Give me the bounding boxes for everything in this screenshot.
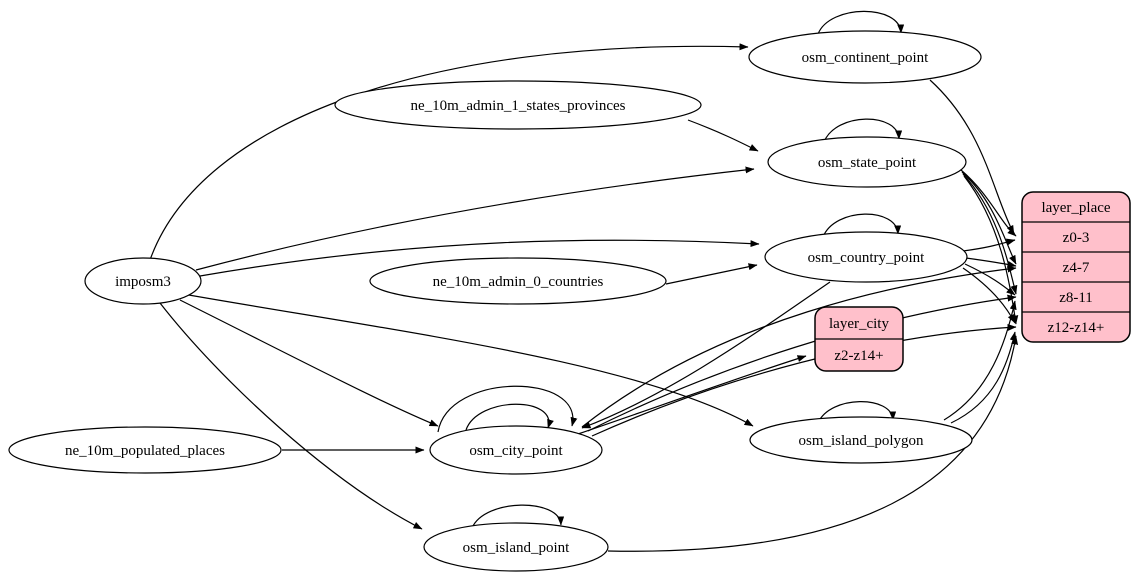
- osm_island_point-label: osm_island_point: [463, 540, 571, 556]
- edge-imposm3-osm_island_polygon: [182, 293, 754, 427]
- selfloop-osm_state_point: [823, 118, 903, 143]
- layer_place-shape: [1021, 191, 1131, 343]
- edge-osm_state_point-z0-3: [960, 169, 1017, 237]
- edge-osm_country_point-z8-11: [964, 263, 1016, 296]
- node-osm_continent_point: osm_continent_point: [748, 30, 982, 84]
- osm_island_polygon-shape: [749, 416, 973, 464]
- osm_continent_point-label: osm_continent_point: [802, 50, 929, 66]
- layer_place-row-z4-7: z4-7: [1063, 260, 1090, 276]
- selfloop-osm_city_point-inner: [465, 403, 554, 431]
- edge-imposm3-osm_continent_point: [149, 43, 749, 261]
- edge-osm_country_point-z0-3: [962, 238, 1016, 252]
- edge-osm_city_point-z4-7: [581, 265, 1017, 428]
- edge-imposm3-osm_state_point: [195, 166, 755, 271]
- osm_country_point-label: osm_country_point: [808, 250, 925, 266]
- edge-osm_country_point-z4-7: [965, 257, 1017, 268]
- node-ne_10m_admin_0_countries: ne_10m_admin_0_countries: [369, 257, 667, 305]
- edges: [149, 10, 1019, 552]
- node-osm_state_point: osm_state_point: [767, 136, 967, 188]
- edge-osm_island_point-z12-z14: [607, 335, 1019, 552]
- node-layer_city: layer_city z2-z14+: [814, 306, 904, 372]
- osm_state_point-label: osm_state_point: [818, 155, 917, 171]
- selfloop-osm_island_point: [471, 504, 565, 529]
- edge-osm_city_point-layer_city-z2: [577, 355, 807, 435]
- selfloop-osm_city_point-outer: [437, 385, 578, 433]
- edge-ne_10m_admin_0_countries-osm_country_point: [665, 263, 758, 285]
- edge-imposm3-osm_city_point: [179, 299, 439, 427]
- osm_continent_point-shape: [748, 30, 982, 84]
- node-osm_island_polygon: osm_island_polygon: [749, 416, 973, 464]
- ne_10m_admin_0_countries-shape: [369, 257, 667, 305]
- ne_10m_populated_places-shape: [8, 426, 282, 474]
- ne_10m_populated_places-label: ne_10m_populated_places: [65, 443, 225, 459]
- edge-imposm3-osm_island_point: [159, 302, 423, 530]
- osm_state_point-shape: [767, 136, 967, 188]
- edge-osm_state_point-z4-7: [961, 171, 1017, 265]
- node-osm_city_point: osm_city_point: [429, 425, 603, 475]
- node-ne_10m_populated_places: ne_10m_populated_places: [8, 426, 282, 474]
- imposm3-shape: [84, 257, 202, 305]
- selfloop-osm_country_point: [822, 213, 902, 238]
- edge-osm_country_point-osm_city_point: [581, 281, 831, 429]
- ne_10m_admin_0_countries-label: ne_10m_admin_0_countries: [433, 274, 604, 290]
- edge-imposm3-osm_country_point: [199, 239, 760, 277]
- edge-osm_continent_point-z0-3: [929, 79, 1015, 235]
- layer_place-row-z8-11: z8-11: [1059, 290, 1093, 306]
- node-osm_island_point: osm_island_point: [423, 522, 609, 572]
- selfloop-osm_continent_point: [817, 10, 905, 35]
- node-osm_country_point: osm_country_point: [764, 231, 968, 283]
- layer_city-row-z2-z14: z2-z14+: [834, 348, 883, 364]
- osm_city_point-shape: [429, 425, 603, 475]
- ne_10m_admin_1_states_provinces-shape: [334, 80, 702, 130]
- layer_place-row-z0-3: z0-3: [1063, 230, 1090, 246]
- osm_island_point-shape: [423, 522, 609, 572]
- edge-osm_island_polygon-z8-11: [943, 300, 1017, 421]
- edge-ne_10m_admin_1_states_provinces-osm_state_point: [687, 119, 759, 152]
- osm_country_point-shape: [764, 231, 968, 283]
- osm_city_point-label: osm_city_point: [469, 443, 563, 459]
- node-layer_place: layer_place z0-3 z4-7 z8-11 z12-z14+: [1021, 191, 1131, 343]
- imposm3-label: imposm3: [115, 274, 171, 290]
- ne_10m_admin_1_states_provinces-label: ne_10m_admin_1_states_provinces: [411, 98, 626, 114]
- layer_place-row-z12-z14: z12-z14+: [1048, 320, 1105, 336]
- edge-osm_state_point-z8-11: [962, 173, 1018, 295]
- node-imposm3: imposm3: [84, 257, 202, 305]
- selfloop-osm_island_polygon: [817, 401, 897, 424]
- osm_island_polygon-label: osm_island_polygon: [798, 433, 924, 449]
- node-ne_10m_admin_1_states_provinces: ne_10m_admin_1_states_provinces: [334, 80, 702, 130]
- layer_place-title: layer_place: [1041, 200, 1110, 216]
- layer_city-title: layer_city: [829, 316, 889, 332]
